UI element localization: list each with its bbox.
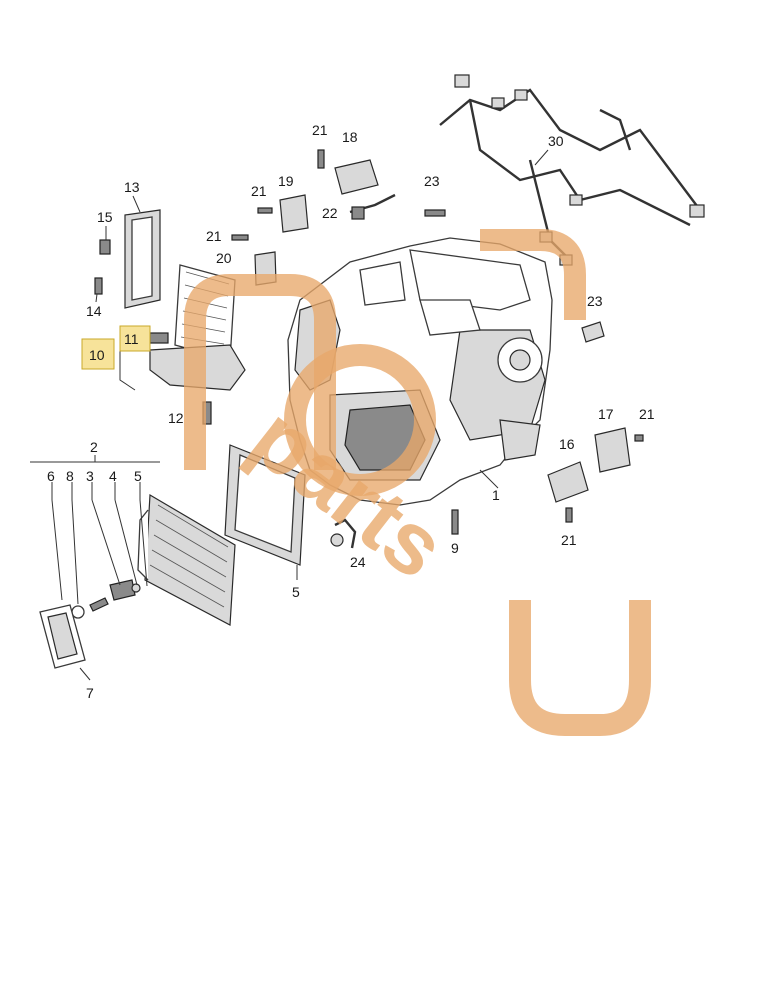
label-21c: 21 — [206, 228, 222, 244]
label-20: 20 — [216, 250, 232, 266]
highlight-11 — [119, 325, 151, 352]
label-5b: 5 — [292, 584, 300, 600]
label-13: 13 — [124, 179, 140, 195]
hose-24 — [330, 518, 357, 549]
highlight-10 — [81, 338, 115, 370]
label-17: 17 — [598, 406, 614, 422]
label-21b: 21 — [251, 183, 267, 199]
label-23a: 23 — [424, 173, 440, 189]
label-22: 22 — [322, 205, 338, 221]
actuator-16 — [547, 461, 589, 523]
actuator-19 — [257, 194, 309, 233]
label-5a: 5 — [134, 468, 142, 484]
label-12: 12 — [168, 410, 184, 426]
seal-11 — [149, 332, 169, 344]
label-6: 6 — [47, 468, 55, 484]
label-8: 8 — [66, 468, 74, 484]
label-4: 4 — [109, 468, 117, 484]
heater-core-frame — [224, 444, 306, 580]
label-10: 10 — [89, 347, 105, 363]
actuator-17 — [594, 427, 644, 473]
hvac-housing — [287, 237, 553, 506]
label-14: 14 — [86, 303, 102, 319]
label-15: 15 — [97, 209, 113, 225]
label-11: 11 — [124, 331, 139, 347]
wiring-harness — [439, 74, 705, 266]
actuator-18 — [317, 149, 379, 195]
label-18: 18 — [342, 129, 358, 145]
label-2: 2 — [90, 439, 98, 455]
sensor-22 — [349, 193, 396, 220]
label-9: 9 — [451, 540, 459, 556]
label-3: 3 — [86, 468, 94, 484]
screw-14 — [94, 277, 103, 303]
label-24: 24 — [350, 554, 366, 570]
pin-23a — [424, 209, 446, 217]
pollen-filter-housing — [124, 195, 161, 309]
label-16: 16 — [559, 436, 575, 452]
o-ring-8 — [71, 499, 85, 619]
label-19: 19 — [278, 173, 294, 189]
label-30: 30 — [548, 133, 564, 149]
pin-23b — [581, 321, 605, 343]
part-labels: 1 2 3 4 5 5 6 7 8 9 10 11 12 13 14 15 16… — [47, 122, 655, 701]
label-23b: 23 — [587, 293, 603, 309]
seal-7 — [39, 604, 91, 681]
label-1: 1 — [492, 487, 500, 503]
screw-9 — [451, 509, 459, 535]
expansion-valve — [91, 499, 148, 601]
label-21d: 21 — [639, 406, 655, 422]
label-7: 7 — [86, 685, 94, 701]
label-21a: 21 — [312, 122, 328, 138]
evaporator — [137, 493, 236, 626]
clip-15 — [99, 226, 111, 255]
label-21e: 21 — [561, 532, 577, 548]
bolt-6 — [51, 499, 109, 612]
bracket-2-group — [30, 455, 160, 500]
